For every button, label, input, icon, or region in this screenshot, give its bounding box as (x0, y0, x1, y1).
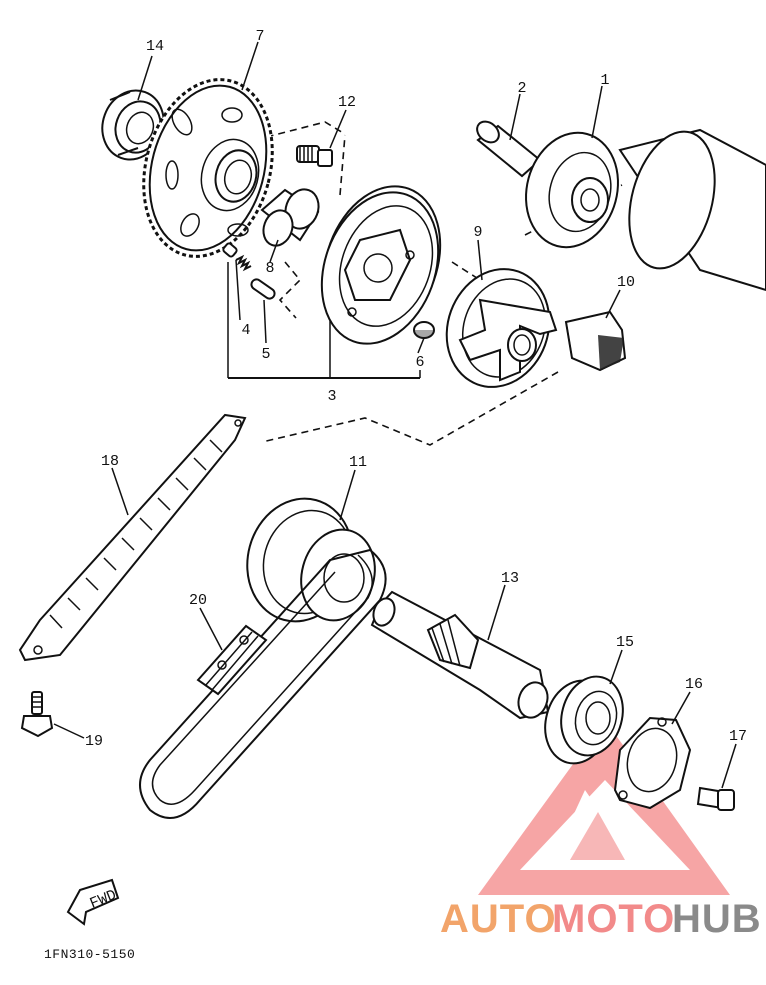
shaft-13 (370, 590, 550, 720)
label-6: 6 (415, 354, 424, 371)
roller-6 (413, 321, 435, 339)
label-17: 17 (729, 728, 747, 745)
label-8: 8 (265, 260, 274, 277)
watermark-triangle (478, 720, 730, 895)
label-4: 4 (241, 322, 250, 339)
damper-10 (564, 310, 627, 372)
diagram-code: 1FN310-5150 (44, 947, 135, 962)
fwd-label: FWD (88, 887, 119, 913)
label-2: 2 (517, 80, 526, 97)
label-11: 11 (349, 454, 367, 471)
plate-16 (613, 716, 692, 810)
sleeve-8 (260, 188, 320, 247)
chain-loop (139, 548, 387, 819)
sprocket-11 (246, 497, 376, 623)
chain-guide-18 (18, 413, 247, 662)
label-12: 12 (338, 94, 356, 111)
watermark-text: AUTO MOTO HUB (440, 897, 762, 941)
label-16: 16 (685, 676, 703, 693)
dowel-2 (476, 120, 542, 178)
bolt-19 (20, 691, 54, 738)
label-1: 1 (600, 72, 609, 89)
part-labels: 1 2 3 4 5 6 7 8 9 10 11 12 13 14 15 16 1… (85, 28, 747, 750)
label-18: 18 (101, 453, 119, 470)
label-5: 5 (261, 346, 270, 363)
watermark-part3: HUB (672, 897, 762, 941)
bearing-15 (544, 675, 624, 765)
label-15: 15 (616, 634, 634, 651)
label-14: 14 (146, 38, 164, 55)
label-3: 3 (327, 388, 336, 405)
chain-link-20 (196, 624, 268, 696)
bolt-17 (696, 786, 735, 811)
label-20: 20 (189, 592, 207, 609)
watermark-part2: MOTO (552, 897, 675, 941)
starter-motor-1 (525, 128, 766, 292)
bolt-12 (296, 145, 333, 167)
label-9: 9 (473, 224, 482, 241)
fwd-arrow: FWD (66, 878, 120, 926)
watermark-part1: AUTO (440, 897, 557, 941)
label-10: 10 (617, 274, 635, 291)
leader-lines (53, 41, 737, 789)
clutch-hub-9 (445, 268, 558, 388)
sprocket-7 (142, 78, 274, 258)
label-19: 19 (85, 733, 103, 750)
clutch-3 (320, 185, 442, 345)
label-7: 7 (255, 28, 264, 45)
spring-4 (222, 242, 252, 272)
label-13: 13 (501, 570, 519, 587)
pin-5 (250, 278, 276, 300)
